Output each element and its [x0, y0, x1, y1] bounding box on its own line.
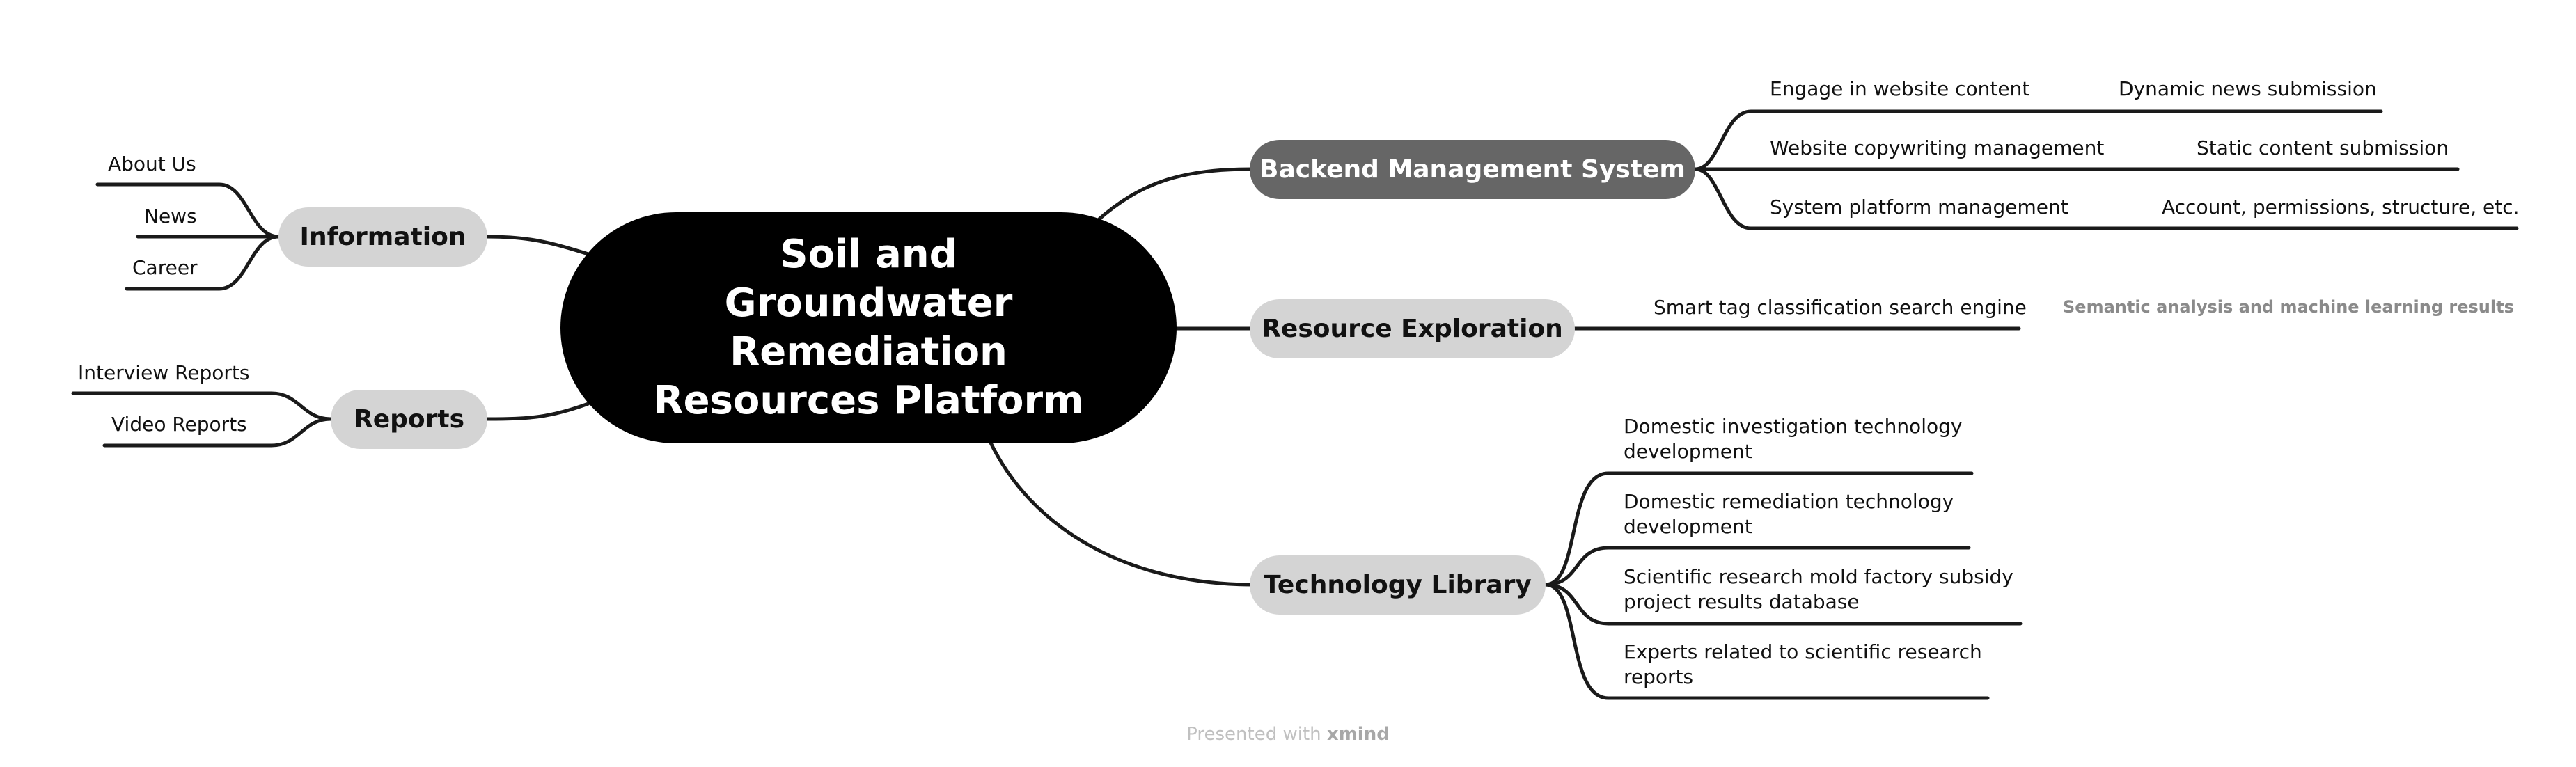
central-topic-line-4: Resources Platform: [653, 378, 1084, 423]
connector-information-item-3: [125, 235, 281, 291]
resource-item-1-label[interactable]: Smart tag classification search engine: [1654, 296, 2027, 319]
information-item-about-us[interactable]: About Us: [108, 152, 196, 175]
connector-reports-item-1: [71, 391, 333, 421]
topic-resource-label: Resource Exploration: [1262, 315, 1563, 343]
connector-central-information: [485, 235, 590, 256]
backend-item-2-label[interactable]: Website copywriting management: [1770, 136, 2105, 159]
topic-resource-exploration[interactable]: Resource Exploration: [1250, 299, 1575, 358]
reports-item-interview[interactable]: Interview Reports: [78, 361, 250, 384]
central-topic-line-2: Groundwater: [724, 280, 1013, 326]
backend-item-3-label[interactable]: System platform management: [1770, 196, 2068, 219]
topic-information[interactable]: Information: [278, 207, 487, 267]
topic-technology-label: Technology Library: [1264, 571, 1532, 599]
connector-central-technology: [987, 436, 1255, 587]
technology-item-1-label[interactable]: Domestic investigation technology develo…: [1624, 415, 1963, 463]
resource-item-1-detail[interactable]: Semantic analysis and machine learning r…: [2063, 297, 2514, 317]
information-item-news[interactable]: News: [144, 205, 197, 228]
footer-prefix: Presented with: [1186, 724, 1321, 745]
backend-item-3-detail[interactable]: Account, permissions, structure, etc.: [2162, 196, 2520, 219]
connector-technology-item-4: [1544, 583, 1990, 700]
topic-backend-management-system[interactable]: Backend Management System: [1250, 140, 1695, 199]
topic-reports[interactable]: Reports: [331, 390, 487, 449]
backend-item-1-label[interactable]: Engage in website content: [1770, 77, 2030, 100]
connector-central-reports: [485, 402, 590, 421]
footer-brand: xmind: [1326, 724, 1390, 745]
connector-backend-item-3: [1693, 167, 2519, 230]
topic-reports-label: Reports: [353, 405, 465, 434]
backend-item-2-detail[interactable]: Static content submission: [2197, 136, 2449, 159]
topic-backend-label: Backend Management System: [1259, 155, 1686, 184]
connector-backend-item-1: [1693, 109, 2383, 171]
information-item-career[interactable]: Career: [132, 256, 198, 279]
connector-technology-item-1: [1544, 471, 1974, 587]
topic-information-label: Information: [299, 223, 466, 251]
connector-technology-item-2: [1544, 546, 1971, 587]
backend-item-1-detail[interactable]: Dynamic news submission: [2119, 77, 2377, 100]
topic-technology-library[interactable]: Technology Library: [1250, 555, 1546, 615]
central-topic-line-1: Soil and: [780, 232, 957, 277]
technology-item-2-label[interactable]: Domestic remediation technology developm…: [1624, 490, 1954, 538]
central-topic[interactable]: Soil and Groundwater Remediation Resourc…: [560, 212, 1177, 443]
footer-watermark: Presented with xmind: [1184, 724, 1392, 745]
connector-technology-item-3: [1544, 583, 2023, 626]
connector-central-backend: [1094, 167, 1255, 223]
technology-item-3-label[interactable]: Scientific research mold factory subsidy…: [1624, 565, 2013, 613]
reports-item-video[interactable]: Video Reports: [111, 413, 247, 436]
connector-reports-item-2: [102, 417, 333, 448]
technology-item-4-label[interactable]: Experts related to scientific research r…: [1624, 640, 1982, 688]
central-topic-line-3: Remediation: [730, 329, 1007, 374]
connector-information-item-1: [95, 182, 281, 239]
